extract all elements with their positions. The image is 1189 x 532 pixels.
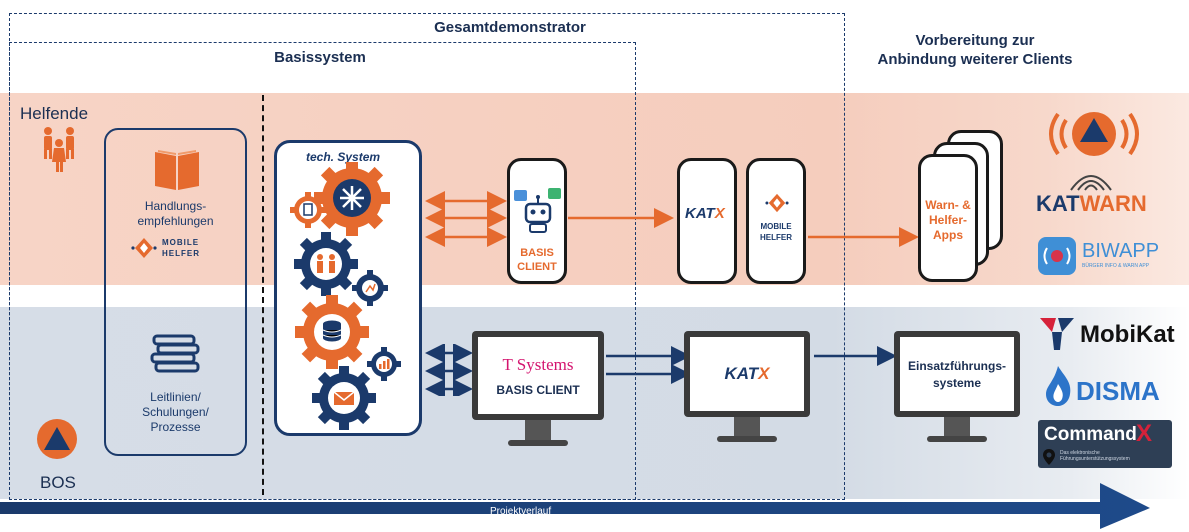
- mobile-helfer-phone: [746, 158, 806, 284]
- disma-flame-icon: [1042, 364, 1074, 413]
- handlungs-line1: Handlungs-: [144, 199, 207, 213]
- katwarn-text-2: WARN: [1079, 191, 1147, 216]
- mobile-helfer-text-2: HELFER: [162, 249, 200, 258]
- handlungs-line2: empfehlungen: [137, 214, 214, 228]
- gesamt-title: Gesamtdemonstrator: [434, 19, 586, 36]
- katx-phone-text-2: X: [714, 205, 725, 222]
- book-icon: [152, 144, 202, 199]
- chatbot-icon: [512, 186, 564, 241]
- einsatz-screen: Einsatzführungs- systeme: [900, 337, 1014, 411]
- katx-phone-text-1: KAT: [685, 205, 715, 222]
- helfende-label: Helfende: [20, 104, 89, 123]
- katx-monitor-text-1: KAT: [724, 364, 759, 383]
- katwarn-text-1: KAT: [1036, 191, 1080, 216]
- timeline-label: Projektverlauf: [490, 506, 552, 517]
- people-icon: [40, 126, 80, 179]
- commandx-logo: Command X Das elektronische Führungsunte…: [1038, 420, 1172, 468]
- timeline-arrow: [0, 483, 1150, 529]
- warn-apps-line2: Helfer-: [928, 213, 967, 227]
- katwarn-waves-icon: [1066, 166, 1116, 197]
- einsatz-stand: [944, 417, 970, 439]
- katx-monitor-text-2: X: [758, 364, 770, 383]
- warn-apps-line3: Apps: [933, 228, 963, 242]
- katx-stand: [734, 417, 760, 439]
- mobile-helfer-text-1: MOBILE: [162, 238, 200, 247]
- navy-arrows: [425, 344, 897, 396]
- nina-warn-logo-icon: [1038, 108, 1150, 165]
- leitlinien-line1: Leitlinien/: [150, 390, 201, 404]
- vorbereitung-title-2: Anbindung weiterer Clients: [877, 51, 1073, 68]
- vorbereitung-title-1: Vorbereitung zur: [915, 32, 1035, 49]
- tsystems-screen: T Systems BASIS CLIENT: [478, 337, 598, 414]
- einsatz-line1: Einsatzführungs-: [908, 358, 1006, 373]
- commandx-subtext: Das elektronische Führungsunterstützungs…: [1060, 450, 1130, 462]
- disma-text: DISMA: [1076, 376, 1160, 406]
- katx-phone-logo: KATX: [685, 205, 725, 222]
- tsystems-logo: T Systems: [502, 354, 574, 374]
- tsystems-base: [508, 440, 568, 446]
- katx-monitor: KATX: [684, 331, 810, 417]
- biwapp-icon: [1038, 237, 1076, 280]
- map-pin-icon: [1042, 448, 1056, 471]
- basis-client-line2: CLIENT: [517, 261, 557, 273]
- einsatz-base: [927, 436, 987, 442]
- biwapp-text: BIWAPP: [1082, 240, 1160, 262]
- warn-apps-line1: Warn- &: [925, 198, 971, 212]
- commandx-text: Command: [1044, 424, 1137, 445]
- gears-icon: [284, 160, 414, 437]
- katx-screen: KATX: [690, 337, 804, 411]
- mobikat-icon: [1038, 314, 1076, 357]
- einsatz-line2: systeme: [932, 375, 982, 390]
- warn-app-phone-front: [918, 154, 978, 282]
- katx-phone: [677, 158, 737, 284]
- einsatz-monitor: Einsatzführungs- systeme: [894, 331, 1020, 417]
- basis-title: Basissystem: [274, 49, 366, 66]
- mobile-helfer-phone-line1: MOBILE: [760, 222, 792, 231]
- mobile-helfer-phone-logo-icon: [764, 192, 790, 219]
- basissystem-box: [9, 42, 636, 500]
- books-stack-icon: [150, 333, 202, 380]
- tsystems-basis-client-label: BASIS CLIENT: [496, 382, 580, 397]
- mobikat-text: MobiKat: [1080, 321, 1175, 348]
- mobile-helfer-logo-icon: [130, 236, 158, 265]
- biwapp-subtext: BÜRGER INFO & WARN APP: [1082, 263, 1150, 269]
- katx-monitor-logo: KATX: [724, 364, 769, 384]
- katwarn-logo: KATWARN: [1036, 191, 1147, 217]
- bos-label: BOS: [40, 473, 76, 492]
- leitlinien-line2: Schulungen/: [142, 405, 209, 419]
- katx-base: [717, 436, 777, 442]
- basis-client-line1: BASIS: [520, 247, 554, 259]
- tsystems-stand: [525, 420, 551, 442]
- commandx-x: X: [1136, 420, 1153, 447]
- separator-line: [262, 95, 264, 495]
- tech-system-title: tech. System: [306, 150, 381, 164]
- bos-logo-icon: [36, 418, 78, 465]
- tsystems-monitor: T Systems BASIS CLIENT: [472, 331, 604, 420]
- orange-arrows: [425, 191, 919, 247]
- leitlinien-line3: Prozesse: [150, 420, 201, 434]
- prozesse-panel: [104, 128, 247, 456]
- mobile-helfer-phone-line2: HELFER: [760, 233, 792, 242]
